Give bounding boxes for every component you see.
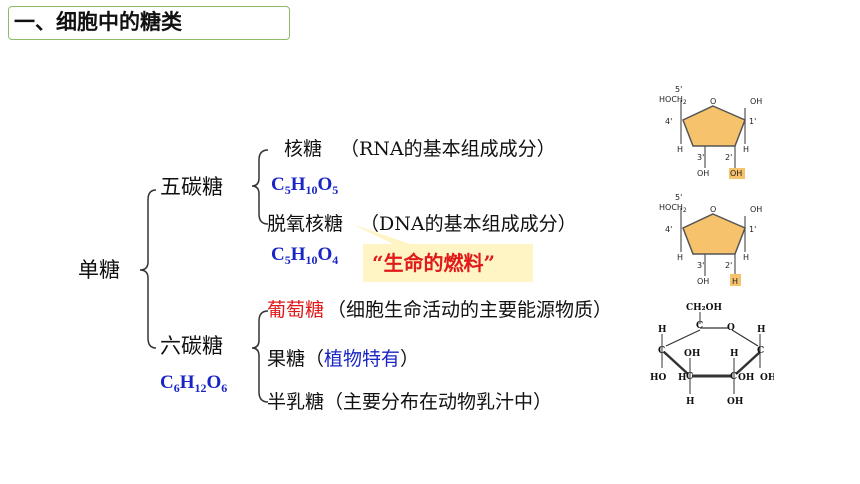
- deoxyribose-label: 脱氧核糖: [267, 213, 344, 235]
- svg-text:1': 1': [749, 225, 756, 234]
- svg-text:3': 3': [697, 261, 704, 270]
- ribose-formula: C5H10O5: [271, 174, 339, 197]
- svg-text:OH: OH: [730, 169, 742, 178]
- svg-text:OH: OH: [697, 277, 709, 286]
- svg-text:4': 4': [665, 225, 672, 234]
- ribose-label: 核糖: [284, 138, 323, 160]
- svg-text:HO: HO: [650, 373, 667, 383]
- svg-text:H: H: [677, 145, 683, 154]
- deoxyribose-formula: C5H10O4: [271, 244, 339, 267]
- glucose-note: （细胞生命活动的主要能源物质）: [327, 299, 613, 321]
- galactose-label: 半乳糖: [267, 391, 325, 413]
- svg-text:OH: OH: [738, 373, 755, 383]
- svg-text:O: O: [727, 323, 735, 333]
- fructose-label: 果糖: [267, 348, 306, 370]
- svg-text:H: H: [732, 277, 738, 286]
- svg-text:OH: OH: [750, 205, 762, 214]
- svg-text:2': 2': [725, 153, 732, 162]
- svg-text:O: O: [710, 205, 716, 214]
- svg-text:H: H: [677, 253, 683, 262]
- svg-text:2': 2': [725, 261, 732, 270]
- monosaccharide-label: 单糖: [78, 258, 120, 282]
- title-box: [8, 6, 290, 40]
- svg-text:HOCH2: HOCH2: [659, 95, 687, 106]
- svg-text:CH₂OH: CH₂OH: [686, 303, 722, 313]
- svg-text:4': 4': [665, 117, 672, 126]
- svg-text:OH: OH: [697, 169, 709, 178]
- page-title: 一、细胞中的糖类: [14, 10, 182, 34]
- svg-text:O: O: [710, 97, 716, 106]
- svg-text:H: H: [743, 145, 749, 154]
- galactose-note: （主要分布在动物乳汁中）: [324, 391, 553, 413]
- pentose-label: 五碳糖: [160, 175, 223, 199]
- svg-text:C: C: [686, 372, 693, 382]
- callout-text: “生命的燃料”: [372, 251, 496, 275]
- fructose-row: 果糖（植物特有）: [267, 348, 420, 370]
- galactose-row: 半乳糖（主要分布在动物乳汁中）: [267, 390, 552, 414]
- svg-text:OH: OH: [727, 397, 744, 407]
- deoxyribose-structure: 5' HOCH2 O OH 4' 1' H H 3' 2' OH H: [657, 192, 771, 288]
- svg-text:H: H: [686, 397, 695, 407]
- glucose-structure: CH₂OH C O H H C C OH H HO OH H OH C C H …: [650, 298, 774, 410]
- svg-text:C: C: [696, 321, 703, 331]
- svg-text:H: H: [743, 253, 749, 262]
- svg-text:5': 5': [675, 85, 682, 94]
- hexose-label: 六碳糖: [160, 334, 223, 358]
- fructose-note: 植物特有: [324, 348, 401, 370]
- svg-text:OH: OH: [760, 373, 774, 383]
- svg-text:3': 3': [697, 153, 704, 162]
- svg-text:1': 1': [749, 117, 756, 126]
- svg-text:C: C: [658, 346, 665, 356]
- ribose-structure: 5' HOCH2 O OH 4' 1' H H 3' 2' OH OH: [657, 84, 771, 180]
- callout-box: [363, 244, 533, 282]
- svg-text:OH: OH: [684, 349, 701, 359]
- ribose-note: （RNA的基本组成成分）: [340, 138, 556, 160]
- svg-text:C: C: [730, 372, 737, 382]
- svg-text:H: H: [658, 325, 667, 335]
- svg-text:OH: OH: [750, 97, 762, 106]
- svg-text:H: H: [757, 325, 766, 335]
- svg-text:5': 5': [675, 193, 682, 202]
- svg-text:H: H: [730, 349, 739, 359]
- svg-text:C: C: [757, 346, 764, 356]
- glucose-label: 葡萄糖: [267, 299, 325, 321]
- deoxyribose-note: （DNA的基本组成成分）: [360, 213, 577, 235]
- svg-text:H: H: [678, 373, 687, 383]
- hexose-formula: C6H12O6: [160, 372, 228, 395]
- svg-text:HOCH2: HOCH2: [659, 203, 687, 214]
